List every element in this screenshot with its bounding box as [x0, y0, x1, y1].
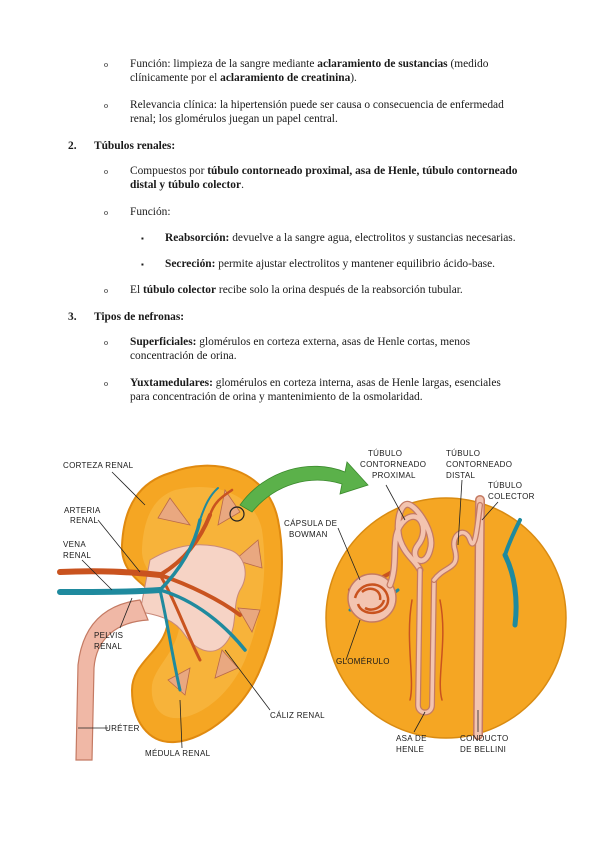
bullet-circle: o: [104, 208, 108, 217]
renal-vein-vessels: [57, 487, 247, 692]
bullet-circle: o: [104, 60, 108, 69]
superficiales-bold: Superficiales:: [130, 336, 197, 348]
funcion-bold-1: aclaramiento de sustancias: [317, 58, 448, 70]
yuxtamedulares-text-2: para concentración de orina y mantenimie…: [130, 391, 423, 403]
compuestos-text-1: Compuestos por: [130, 165, 208, 177]
relevancia-paragraph: Relevancia clínica: la hipertensión pued…: [130, 98, 550, 126]
distal-convoluted-tubule: [431, 502, 483, 583]
bullet-square: ▪: [141, 234, 144, 243]
label-arteria-2: RENAL: [70, 516, 98, 525]
relevancia-line-1: Relevancia clínica: la hipertensión pued…: [130, 99, 504, 111]
label-tcd-3: DISTAL: [446, 471, 475, 480]
secrecion-item: Secreción: permite ajustar electrolitos …: [165, 257, 565, 271]
label-corteza-renal: CORTEZA RENAL: [63, 461, 134, 470]
section-2-number: 2.: [68, 140, 77, 152]
bullet-square: ▪: [141, 260, 144, 269]
bullet-circle: o: [104, 167, 108, 176]
label-conducto-1: CONDUCTO: [460, 734, 508, 743]
figure-labels: CORTEZA RENAL ARTERIA RENAL VENA RENAL P…: [63, 449, 535, 758]
label-tcd-2: CONTORNEADO: [446, 460, 512, 469]
proximal-convoluted-tubule: [386, 500, 435, 589]
label-tcp-3: PROXIMAL: [372, 471, 416, 480]
label-ureter: URÉTER: [105, 724, 140, 733]
label-pelvis-2: RENAL: [94, 642, 122, 651]
label-vena-2: RENAL: [63, 551, 91, 560]
label-leader-lines: [78, 471, 499, 749]
compuestos-text-2: .: [241, 179, 244, 191]
colector-text-2: recibe solo la orina después de la reabs…: [216, 284, 463, 296]
label-vena-1: VENA: [63, 540, 86, 549]
funcion-text-4: ).: [350, 72, 357, 84]
collecting-duct: [473, 495, 485, 740]
superficiales-paragraph: Superficiales: glomérulos en corteza ext…: [130, 335, 550, 363]
label-tc-2: COLECTOR: [488, 492, 535, 501]
label-tcd-1: TÚBULO: [446, 449, 480, 458]
label-glomerulo: GLOMÉRULO: [336, 657, 390, 666]
relevancia-line-2: renal; los glomérulos juegan un papel ce…: [130, 113, 338, 125]
section-3-number: 3.: [68, 311, 77, 323]
label-arteria-1: ARTERIA: [64, 506, 101, 515]
bowman-capsule: [347, 573, 397, 623]
label-capsula-1: CÁPSULA DE: [284, 519, 337, 528]
ureter: [75, 599, 149, 761]
label-caliz-renal: CÁLIZ RENAL: [270, 711, 325, 720]
funcion-text-2: (medido: [447, 58, 489, 70]
label-tcp-1: TÚBULO: [368, 449, 402, 458]
zoom-arrow: [239, 461, 369, 513]
reabsorcion-text: devuelve a la sangre agua, electrolitos …: [229, 232, 516, 244]
nephron-location-marker: [229, 506, 245, 522]
renal-pyramids: [157, 488, 263, 696]
compuestos-bold-2: distal y túbulo colector: [130, 179, 242, 191]
label-medula-renal: MÉDULA RENAL: [145, 749, 211, 758]
label-tcp-2: CONTORNEADO: [360, 460, 426, 469]
secrecion-bold: Secreción:: [165, 258, 216, 270]
funcion-paragraph: Función: limpieza de la sangre mediante …: [130, 57, 550, 85]
label-asa-1: ASA DE: [396, 734, 427, 743]
colector-bold: túbulo colector: [142, 284, 217, 296]
funcion-text-3: clínicamente por el: [130, 72, 221, 84]
colector-text-1: El: [130, 284, 143, 296]
compuestos-paragraph: Compuestos por túbulo contorneado proxim…: [130, 164, 560, 192]
yuxtamedulares-paragraph: Yuxtamedulares: glomérulos en corteza in…: [130, 376, 550, 404]
reabsorcion-item: Reabsorción: devuelve a la sangre agua, …: [165, 231, 565, 245]
label-asa-2: HENLE: [396, 745, 424, 754]
compuestos-bold-1: túbulo contorneado proximal, asa de Henl…: [207, 165, 518, 177]
colector-paragraph: El túbulo colector recibe solo la orina …: [130, 283, 550, 297]
secrecion-text: permite ajustar electrolitos y mantener …: [215, 258, 496, 270]
bullet-circle: o: [104, 338, 108, 347]
superficiales-text-1: glomérulos en corteza externa, asas de H…: [196, 336, 471, 348]
funcion-bold-2: aclaramiento de creatinina: [220, 72, 351, 84]
section-3-heading: Tipos de nefronas:: [94, 311, 185, 323]
yuxtamedulares-bold: Yuxtamedulares:: [130, 377, 213, 389]
bullet-circle: o: [104, 101, 108, 110]
label-capsula-2: BOWMAN: [289, 530, 328, 539]
funcion-label: Función:: [130, 206, 171, 218]
label-tc-1: TÚBULO: [488, 481, 522, 490]
reabsorcion-bold: Reabsorción:: [165, 232, 230, 244]
renal-pelvis: [139, 544, 246, 652]
bullet-circle: o: [104, 286, 108, 295]
yuxtamedulares-text-1: glomérulos en corteza interna, asas de H…: [212, 377, 501, 389]
funcion-text-1: Función: limpieza de la sangre mediante: [130, 58, 318, 70]
label-pelvis-1: PELVIS: [94, 631, 123, 640]
bullet-circle: o: [104, 379, 108, 388]
section-2-heading: Túbulos renales:: [94, 140, 176, 152]
label-conducto-2: DE BELLINI: [460, 745, 506, 754]
superficiales-text-2: concentración de orina.: [130, 350, 237, 362]
